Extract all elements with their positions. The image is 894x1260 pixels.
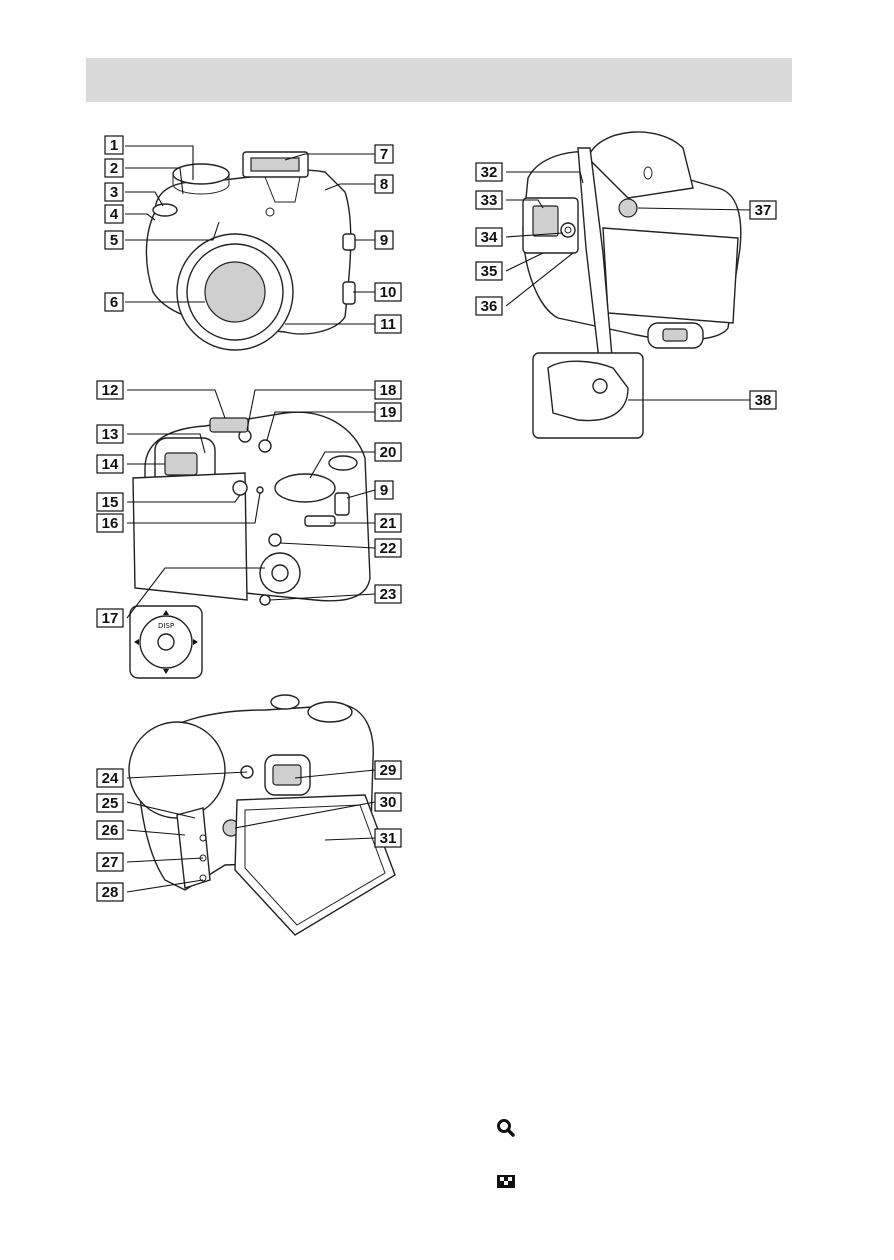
label-side-30: 30 [375, 793, 401, 811]
label-back-15: 15 [97, 493, 123, 511]
svg-text:7: 7 [380, 146, 388, 163]
label-bottom-37: 37 [750, 201, 776, 219]
svg-text:27: 27 [102, 854, 119, 871]
label-side-29: 29 [375, 761, 401, 779]
svg-text:15: 15 [102, 494, 119, 511]
label-back-21: 21 [375, 514, 401, 532]
svg-text:19: 19 [380, 404, 397, 421]
svg-text:24: 24 [102, 770, 119, 787]
svg-text:9: 9 [380, 232, 388, 249]
disp-text: DISP [158, 622, 174, 630]
svg-text:2: 2 [110, 160, 118, 177]
svg-text:4: 4 [110, 206, 119, 223]
svg-text:26: 26 [102, 822, 119, 839]
svg-text:34: 34 [481, 229, 498, 246]
label-side-28: 28 [97, 883, 123, 901]
svg-text:21: 21 [380, 515, 397, 532]
label-front-7: 7 [375, 145, 393, 163]
label-front-6: 6 [105, 293, 123, 311]
camera-bottom-diagram: 32 33 34 35 36 37 38 [468, 128, 798, 448]
label-bottom-33: 33 [476, 191, 502, 209]
svg-text:20: 20 [380, 444, 397, 461]
svg-text:1: 1 [110, 137, 118, 154]
svg-text:31: 31 [380, 830, 397, 847]
label-side-25: 25 [97, 794, 123, 812]
label-front-1: 1 [105, 136, 123, 154]
svg-text:30: 30 [380, 794, 397, 811]
label-bottom-35: 35 [476, 262, 502, 280]
svg-text:8: 8 [380, 176, 388, 193]
label-front-4: 4 [105, 205, 123, 223]
svg-text:10: 10 [380, 284, 397, 301]
checkerboard-index-icon [496, 1171, 516, 1191]
svg-text:13: 13 [102, 426, 119, 443]
svg-text:9: 9 [380, 482, 388, 499]
svg-text:18: 18 [380, 382, 397, 399]
label-back-13: 13 [97, 425, 123, 443]
label-side-31: 31 [375, 829, 401, 847]
label-front-9: 9 [375, 231, 393, 249]
label-back-9: 9 [375, 481, 393, 499]
label-back-16: 16 [97, 514, 123, 532]
label-side-27: 27 [97, 853, 123, 871]
label-side-24: 24 [97, 769, 123, 787]
svg-text:28: 28 [102, 884, 119, 901]
label-front-2: 2 [105, 159, 123, 177]
label-back-22: 22 [375, 539, 401, 557]
label-back-19: 19 [375, 403, 401, 421]
label-bottom-34: 34 [476, 228, 502, 246]
label-back-18: 18 [375, 381, 401, 399]
label-front-8: 8 [375, 175, 393, 193]
svg-text:37: 37 [755, 202, 772, 219]
svg-text:12: 12 [102, 382, 119, 399]
label-front-5: 5 [105, 231, 123, 249]
svg-text:17: 17 [102, 610, 119, 627]
label-back-12: 12 [97, 381, 123, 399]
svg-text:22: 22 [380, 540, 397, 557]
svg-text:32: 32 [481, 164, 498, 181]
svg-text:29: 29 [380, 762, 397, 779]
svg-text:33: 33 [481, 192, 498, 209]
svg-text:23: 23 [380, 586, 397, 603]
label-back-23: 23 [375, 585, 401, 603]
svg-text:14: 14 [102, 456, 119, 473]
section-header-bar [86, 58, 792, 102]
label-side-26: 26 [97, 821, 123, 839]
label-bottom-32: 32 [476, 163, 502, 181]
label-back-17: 17 [97, 609, 123, 627]
label-bottom-38: 38 [750, 391, 776, 409]
label-back-20: 20 [375, 443, 401, 461]
label-bottom-36: 36 [476, 297, 502, 315]
svg-text:3: 3 [110, 184, 118, 201]
svg-text:6: 6 [110, 294, 118, 311]
magnifier-icon [496, 1118, 516, 1138]
label-front-11: 11 [375, 315, 401, 333]
svg-text:11: 11 [380, 316, 396, 333]
camera-back-diagram: DISP 12 13 14 15 16 17 18 19 20 9 21 22 … [85, 378, 415, 678]
camera-front-diagram: 1 2 3 4 5 6 7 8 9 10 11 [85, 132, 415, 372]
svg-text:36: 36 [481, 298, 498, 315]
svg-text:35: 35 [481, 263, 498, 280]
label-front-3: 3 [105, 183, 123, 201]
svg-text:5: 5 [110, 232, 118, 249]
label-front-10: 10 [375, 283, 401, 301]
svg-text:25: 25 [102, 795, 119, 812]
label-back-14: 14 [97, 455, 123, 473]
camera-side-diagram: 24 25 26 27 28 29 30 31 [85, 690, 415, 950]
svg-text:16: 16 [102, 515, 119, 532]
svg-text:38: 38 [755, 392, 772, 409]
